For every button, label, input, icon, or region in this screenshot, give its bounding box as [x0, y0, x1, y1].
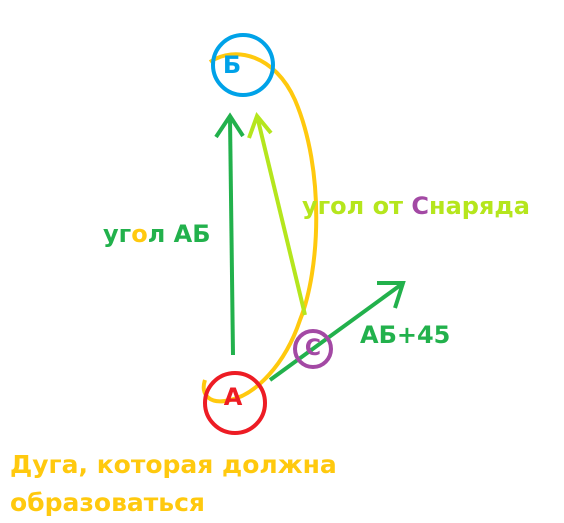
arc-caption: Дуга, которая должна образоваться: [10, 450, 337, 517]
arrow-ab: [214, 112, 245, 356]
orange-arc: [201, 52, 319, 404]
label-angle-projectile: угол от Снаряда: [302, 194, 530, 218]
node-b-label: Б: [222, 51, 242, 79]
label-angle-projectile-before: угол от: [302, 192, 412, 220]
label-ab-plus-45: АБ+45: [360, 321, 451, 349]
label-angle-ab-highlight: о: [131, 220, 148, 248]
node-a-circle: [203, 371, 267, 435]
node-a-label: А: [223, 383, 243, 411]
node-b-circle: [211, 33, 275, 97]
label-angle-ab-after: л АБ: [147, 220, 211, 248]
node-c-label: С: [304, 336, 322, 361]
label-angle-ab-before: уг: [103, 220, 132, 248]
label-angle-projectile-highlight: С: [411, 192, 429, 220]
node-c-circle: [293, 329, 333, 369]
arrow-ab-plus-45: [268, 281, 406, 382]
arrow-projectile: [247, 112, 307, 316]
label-angle-ab: угол АБ: [103, 222, 211, 246]
label-angle-projectile-after: наряда: [428, 192, 530, 220]
